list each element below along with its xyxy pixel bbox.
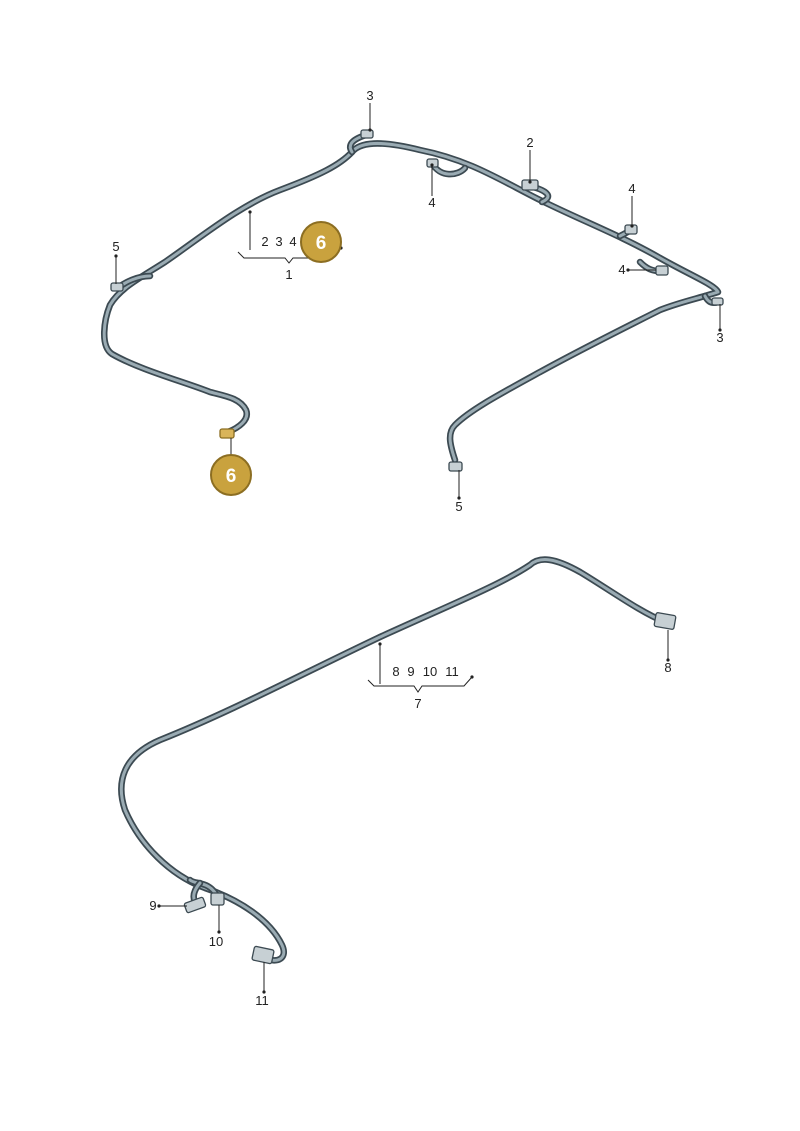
callout-5-left: 5 <box>112 239 119 254</box>
group-label-1: 1 <box>285 267 292 282</box>
connector-right-3 <box>711 297 724 306</box>
badge-6-part[interactable]: 6 <box>210 454 252 496</box>
group-ref-4: 4 <box>289 234 296 249</box>
lower-leader-lines <box>157 630 670 994</box>
group-ref-11: 11 <box>445 664 459 679</box>
callout-10: 10 <box>209 934 223 949</box>
callout-9: 9 <box>149 898 156 913</box>
badge-6-label-top: 6 <box>316 233 327 254</box>
connector-right-lower <box>655 265 669 276</box>
lower-callout-labels: 8 9 10 11 8 9 10 11 7 <box>149 660 671 1008</box>
connector-top-left <box>360 129 374 139</box>
badge-6-group[interactable]: 6 <box>300 221 342 263</box>
group-ref-3: 3 <box>275 234 282 249</box>
badge-6-label-bottom: 6 <box>226 466 237 487</box>
group-ref-8: 8 <box>392 664 399 679</box>
badge-6-circle-top[interactable] <box>300 221 342 263</box>
callout-2: 2 <box>526 135 533 150</box>
connector-10 <box>210 892 225 906</box>
callout-4-right-lower: 4 <box>618 262 625 277</box>
lower-wiring-harness <box>118 556 677 965</box>
callout-4-right-upper: 4 <box>628 181 635 196</box>
group-ref-2: 2 <box>261 234 268 249</box>
upper-wiring-harness <box>101 129 724 472</box>
group-label-7: 7 <box>414 696 421 711</box>
connector-9 <box>183 896 207 914</box>
connector-left-5 <box>110 282 124 292</box>
callout-3-right: 3 <box>716 330 723 345</box>
callout-11: 11 <box>255 993 269 1008</box>
group-ref-10: 10 <box>423 664 437 679</box>
highlighted-connector-6 <box>219 428 235 439</box>
callout-4-mid: 4 <box>428 195 435 210</box>
connector-bottom-5 <box>448 461 463 472</box>
callout-3-top: 3 <box>366 88 373 103</box>
callout-8: 8 <box>664 660 671 675</box>
callout-5-bottom: 5 <box>455 499 462 514</box>
upper-leader-lines <box>114 103 722 500</box>
connector-11 <box>251 945 275 965</box>
badge-6-circle-bottom[interactable] <box>210 454 252 496</box>
group-ref-9: 9 <box>407 664 414 679</box>
upper-callout-labels: 3 2 4 4 4 3 5 5 2 3 4 1 <box>112 88 723 514</box>
connector-8 <box>653 612 677 630</box>
